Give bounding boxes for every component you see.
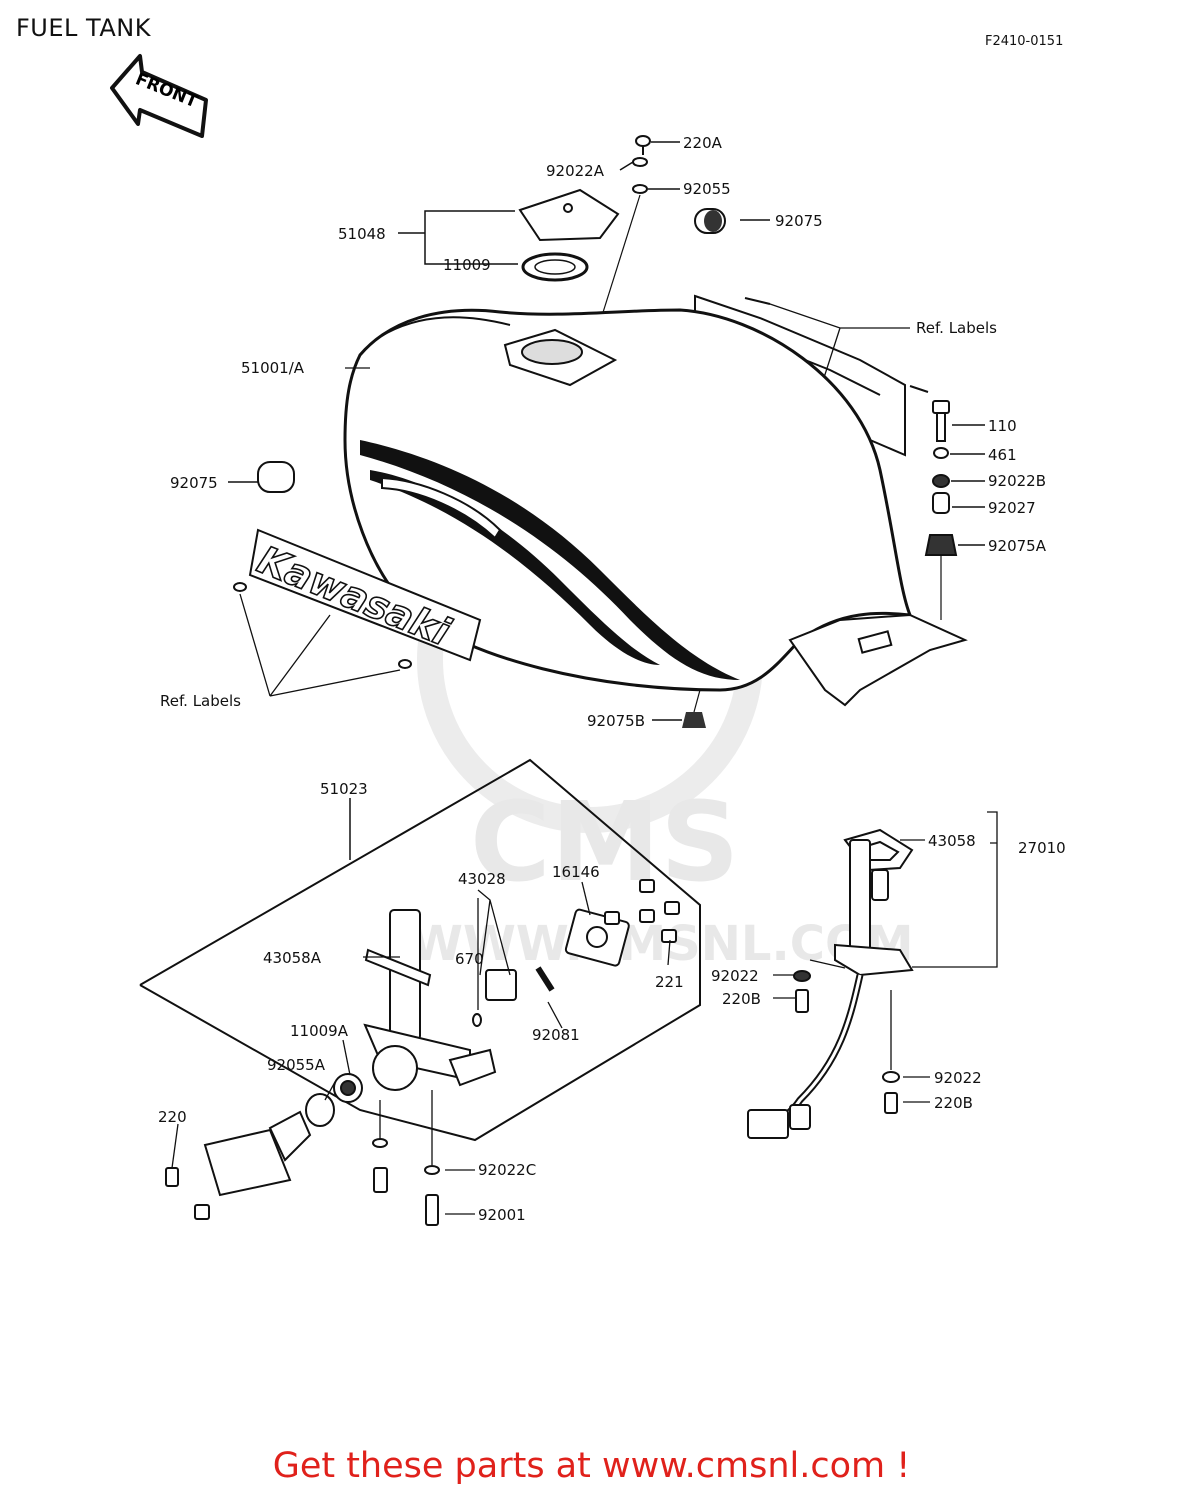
label-670: 670 — [455, 950, 484, 968]
watermark-cms: CMS — [470, 778, 739, 906]
label-220A: 220A — [683, 134, 723, 152]
fuel-gauge-sender — [747, 828, 914, 1139]
bolt-220A — [632, 135, 651, 194]
label-92027: 92027 — [988, 499, 1036, 517]
label-92001: 92001 — [478, 1206, 526, 1224]
label-11009A: 11009A — [290, 1022, 349, 1040]
label-92022C: 92022C — [478, 1161, 536, 1179]
label-ref-labels-top: Ref. Labels — [916, 319, 997, 337]
watermark-url: WWW.CMSNL.COM — [410, 916, 914, 972]
label-92022A: 92022A — [546, 162, 605, 180]
label-220: 220 — [158, 1108, 187, 1126]
label-43058A: 43058A — [263, 949, 322, 967]
label-92055A: 92055A — [267, 1056, 326, 1074]
label-27010: 27010 — [1018, 839, 1066, 857]
label-92022-tap: 92022 — [711, 967, 759, 985]
label-16146: 16146 — [552, 863, 600, 881]
fuel-tank-diagram: CMS WWW.CMSNL.COM FRONT — [110, 54, 1066, 1226]
label-92075B: 92075B — [587, 712, 645, 730]
label-43058: 43058 — [928, 832, 976, 850]
label-92022B: 92022B — [988, 472, 1046, 490]
label-43028: 43028 — [458, 870, 506, 888]
label-220B-gauge: 220B — [934, 1094, 973, 1112]
callout-labels: 220A 92022A 92055 92075 51048 11009 Ref.… — [158, 134, 1066, 1224]
label-51001A: 51001/A — [241, 359, 305, 377]
label-92075-left: 92075 — [170, 474, 218, 492]
label-51048: 51048 — [338, 225, 386, 243]
footer-promo[interactable]: Get these parts at www.cmsnl.com ! — [272, 1446, 911, 1486]
label-11009: 11009 — [443, 256, 491, 274]
diagram-code: F2410-0151 — [985, 34, 1064, 49]
front-arrow-icon: FRONT — [110, 54, 208, 138]
rubber-92075-left — [257, 461, 295, 493]
label-51023: 51023 — [320, 780, 368, 798]
label-92075-top: 92075 — [775, 212, 823, 230]
label-92075A: 92075A — [988, 537, 1047, 555]
label-461: 461 — [988, 446, 1017, 464]
rubber-92075-top — [694, 208, 726, 234]
gasket-11009 — [521, 252, 589, 282]
label-92081: 92081 — [532, 1026, 580, 1044]
label-110: 110 — [988, 417, 1017, 435]
mount-stack — [924, 400, 958, 556]
fuel-tap-box — [139, 758, 701, 1142]
grommet-92075B — [682, 712, 706, 728]
page-title: FUEL TANK — [16, 14, 151, 42]
label-ref-labels-left: Ref. Labels — [160, 692, 241, 710]
label-221: 221 — [655, 973, 684, 991]
label-220B-tap: 220B — [722, 990, 761, 1008]
fuel-tap-parts — [165, 879, 680, 1226]
fuel-tank-body — [343, 308, 968, 707]
filler-cap — [518, 188, 620, 242]
label-92055: 92055 — [683, 180, 731, 198]
label-92022-gauge: 92022 — [934, 1069, 982, 1087]
